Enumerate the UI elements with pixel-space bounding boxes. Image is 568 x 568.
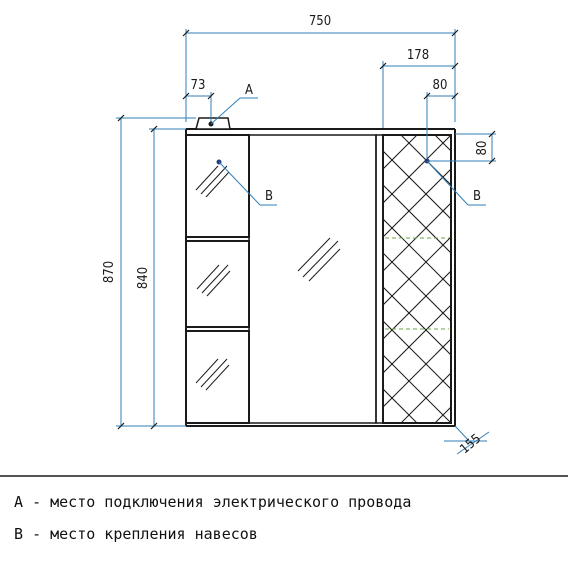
lattice-line — [383, 135, 418, 170]
lattice-line — [383, 135, 451, 204]
legend-text-a: место подключения электрического провода — [50, 493, 412, 511]
tick-mark — [451, 29, 459, 37]
callout-label-b-left: B — [265, 189, 273, 204]
tick-mark — [451, 62, 459, 70]
dim-label-wire-offset: 73 — [191, 78, 206, 93]
reflection-stroke — [205, 171, 230, 198]
lattice-line — [383, 270, 451, 340]
legend-dash: - — [32, 493, 42, 511]
tick-mark — [117, 422, 125, 430]
tick-mark — [182, 29, 190, 37]
lattice-door — [382, 134, 452, 424]
callout-leader-b-left — [218, 161, 261, 206]
dimension-lines — [116, 29, 496, 455]
dim-label-overall-width: 750 — [309, 14, 331, 29]
glass-reflections — [195, 165, 341, 391]
cabinet-body — [185, 128, 456, 427]
reflection-stroke — [195, 165, 219, 191]
reflection-stroke — [200, 358, 228, 388]
legend-item-b: В - место крепления навесов — [14, 525, 258, 543]
lattice-line — [383, 236, 451, 306]
dim-line-depth — [456, 431, 490, 455]
lattice-line — [383, 320, 451, 390]
dimension-ticks — [117, 29, 496, 430]
lattice-pattern — [383, 135, 568, 423]
reflection-stroke — [201, 264, 229, 294]
left-compartment-top — [185, 134, 250, 238]
tick-mark — [379, 62, 387, 70]
lattice-line — [469, 135, 568, 423]
lattice-line — [383, 202, 451, 272]
dim-label-overall-height: 870 — [102, 261, 117, 283]
callout-label-b-right: B — [473, 189, 481, 204]
tick-mark — [423, 92, 431, 100]
reflection-stroke — [206, 270, 231, 297]
callout-leader-b-right — [426, 160, 469, 206]
tick-mark — [182, 92, 190, 100]
tick-mark — [488, 130, 496, 138]
dim-label-depth: 155 — [457, 431, 484, 457]
callout-leader-a — [210, 97, 241, 125]
legend-item-a: А - место подключения электрического про… — [14, 493, 411, 511]
mirror-panel — [248, 134, 377, 424]
reflection-stroke — [297, 237, 331, 272]
dim-label-right-section: 178 — [407, 48, 429, 63]
reflection-stroke — [196, 264, 220, 290]
dim-label-body-height: 840 — [136, 267, 151, 289]
lattice-line — [400, 135, 451, 186]
reflection-stroke — [205, 364, 230, 391]
tick-mark — [117, 114, 125, 122]
door-frame-strip — [375, 134, 384, 424]
lattice-line — [383, 388, 418, 423]
lattice-line — [400, 372, 451, 423]
lattice-line — [469, 135, 568, 423]
tick-mark — [207, 92, 215, 100]
legend-dash: - — [32, 525, 42, 543]
legend-text-b: место крепления навесов — [50, 525, 258, 543]
tick-mark — [150, 422, 158, 430]
lattice-line — [383, 338, 451, 408]
lattice-line — [383, 168, 451, 238]
tick-mark — [451, 92, 459, 100]
legend-key-a: А — [14, 493, 24, 511]
lattice-line — [383, 218, 451, 288]
reflection-stroke — [302, 240, 339, 278]
reflection-stroke — [200, 165, 228, 195]
lattice-line — [383, 354, 451, 423]
tick-mark — [488, 157, 496, 165]
left-shelf-column — [185, 134, 250, 424]
reflection-stroke — [195, 358, 219, 384]
reflection-stroke — [308, 248, 341, 282]
dim-label-hanger-side: 80 — [433, 78, 448, 93]
tick-mark — [150, 125, 158, 133]
lattice-line — [383, 150, 451, 220]
callout-label-a: A — [245, 83, 253, 98]
legend-key-b: В — [14, 525, 24, 543]
dim-label-hanger-top: 80 — [475, 141, 490, 156]
lattice-line — [383, 286, 451, 356]
